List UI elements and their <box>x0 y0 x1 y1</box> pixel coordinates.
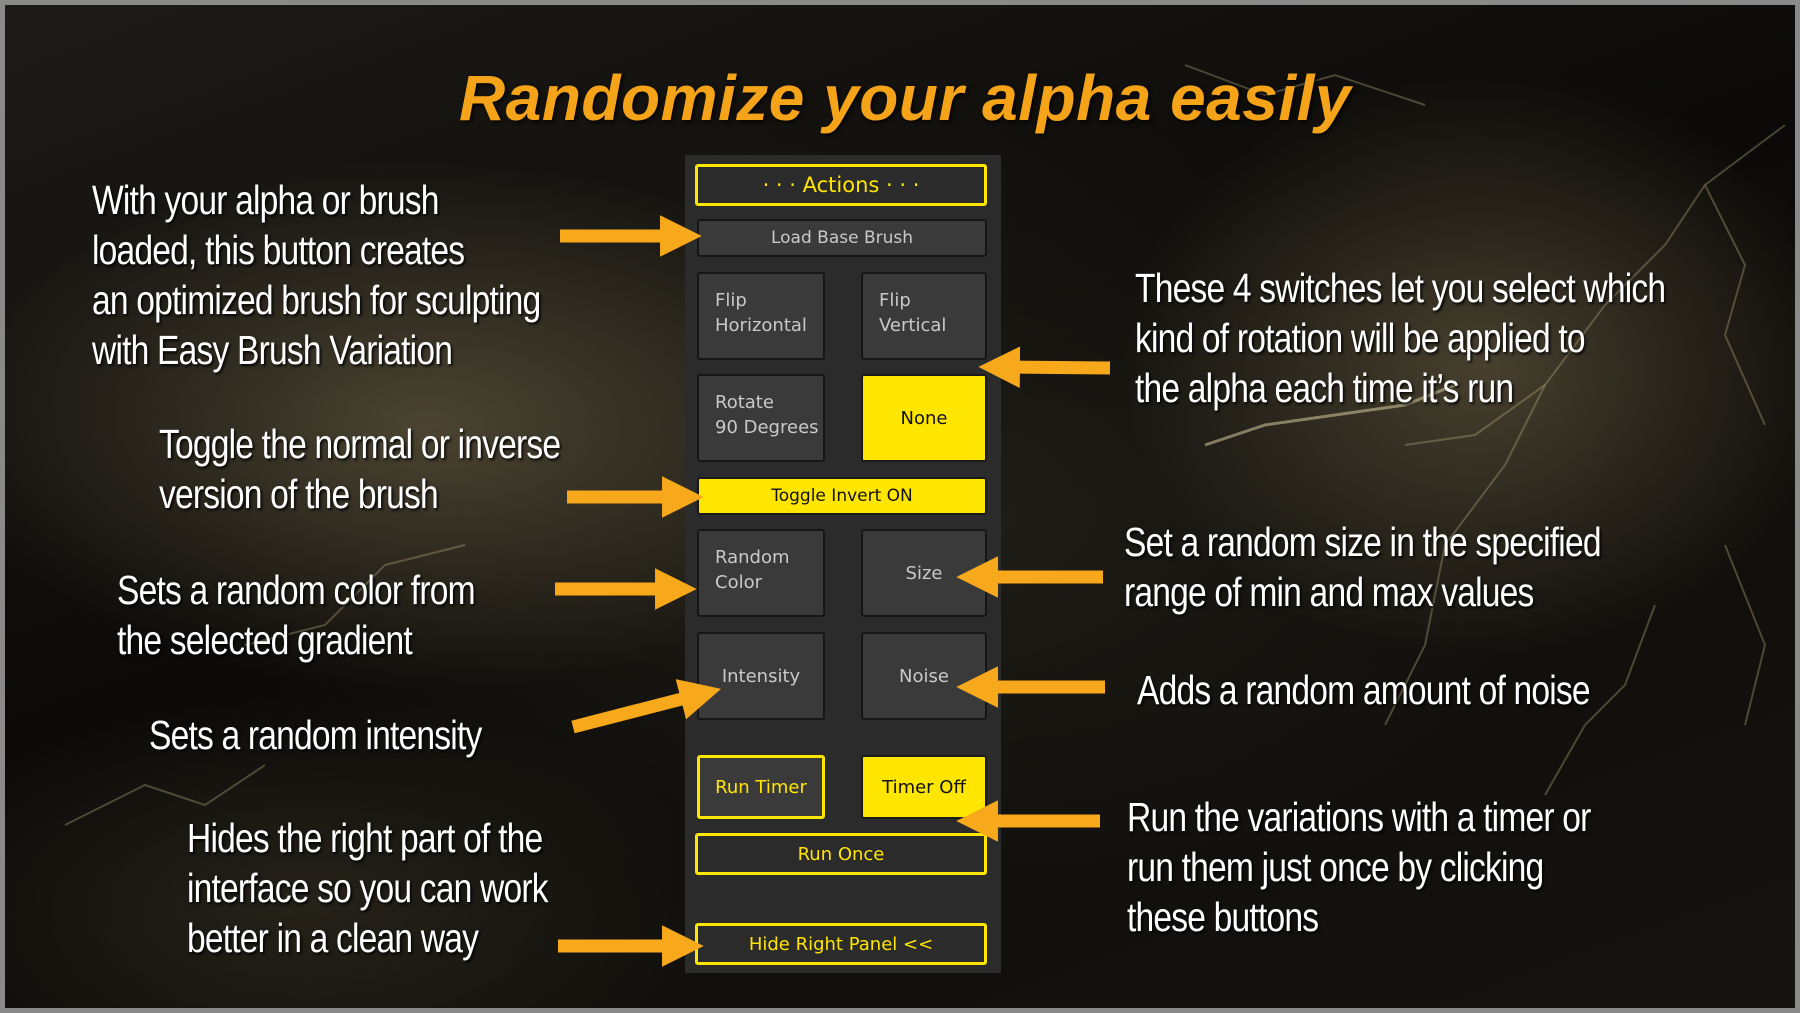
note-hide-panel: Hides the right part of the interface so… <box>187 815 549 961</box>
callout-arrows <box>555 215 1111 967</box>
note-timer: Run the variations with a timer or run t… <box>1127 794 1591 940</box>
load-base-brush-button[interactable]: Load Base Brush <box>697 219 987 257</box>
hide-right-panel-button[interactable]: Hide Right Panel << <box>695 923 987 965</box>
none-rotation-button[interactable]: None <box>861 374 987 462</box>
slide-title: Randomize your alpha easily <box>459 62 1351 134</box>
crack-texture <box>64 64 1786 826</box>
run-timer-button[interactable]: Run Timer <box>697 755 825 819</box>
actions-header: · · · Actions · · · <box>695 164 987 206</box>
note-load-brush: With your alpha or brush loaded, this bu… <box>92 177 541 373</box>
note-switches: These 4 switches let you select which ki… <box>1135 265 1666 411</box>
note-size: Set a random size in the specified range… <box>1124 519 1602 615</box>
arrow-switches <box>978 346 1111 389</box>
note-intensity: Sets a random intensity <box>149 712 482 758</box>
note-random-color: Sets a random color from the selected gr… <box>117 567 476 663</box>
run-once-button[interactable]: Run Once <box>695 833 987 875</box>
toggle-invert-button[interactable]: Toggle Invert ON <box>697 477 987 515</box>
arrow-intensity <box>571 679 722 734</box>
note-toggle-invert: Toggle the normal or inverse version of … <box>159 421 561 517</box>
note-noise: Adds a random amount of noise <box>1137 667 1591 713</box>
